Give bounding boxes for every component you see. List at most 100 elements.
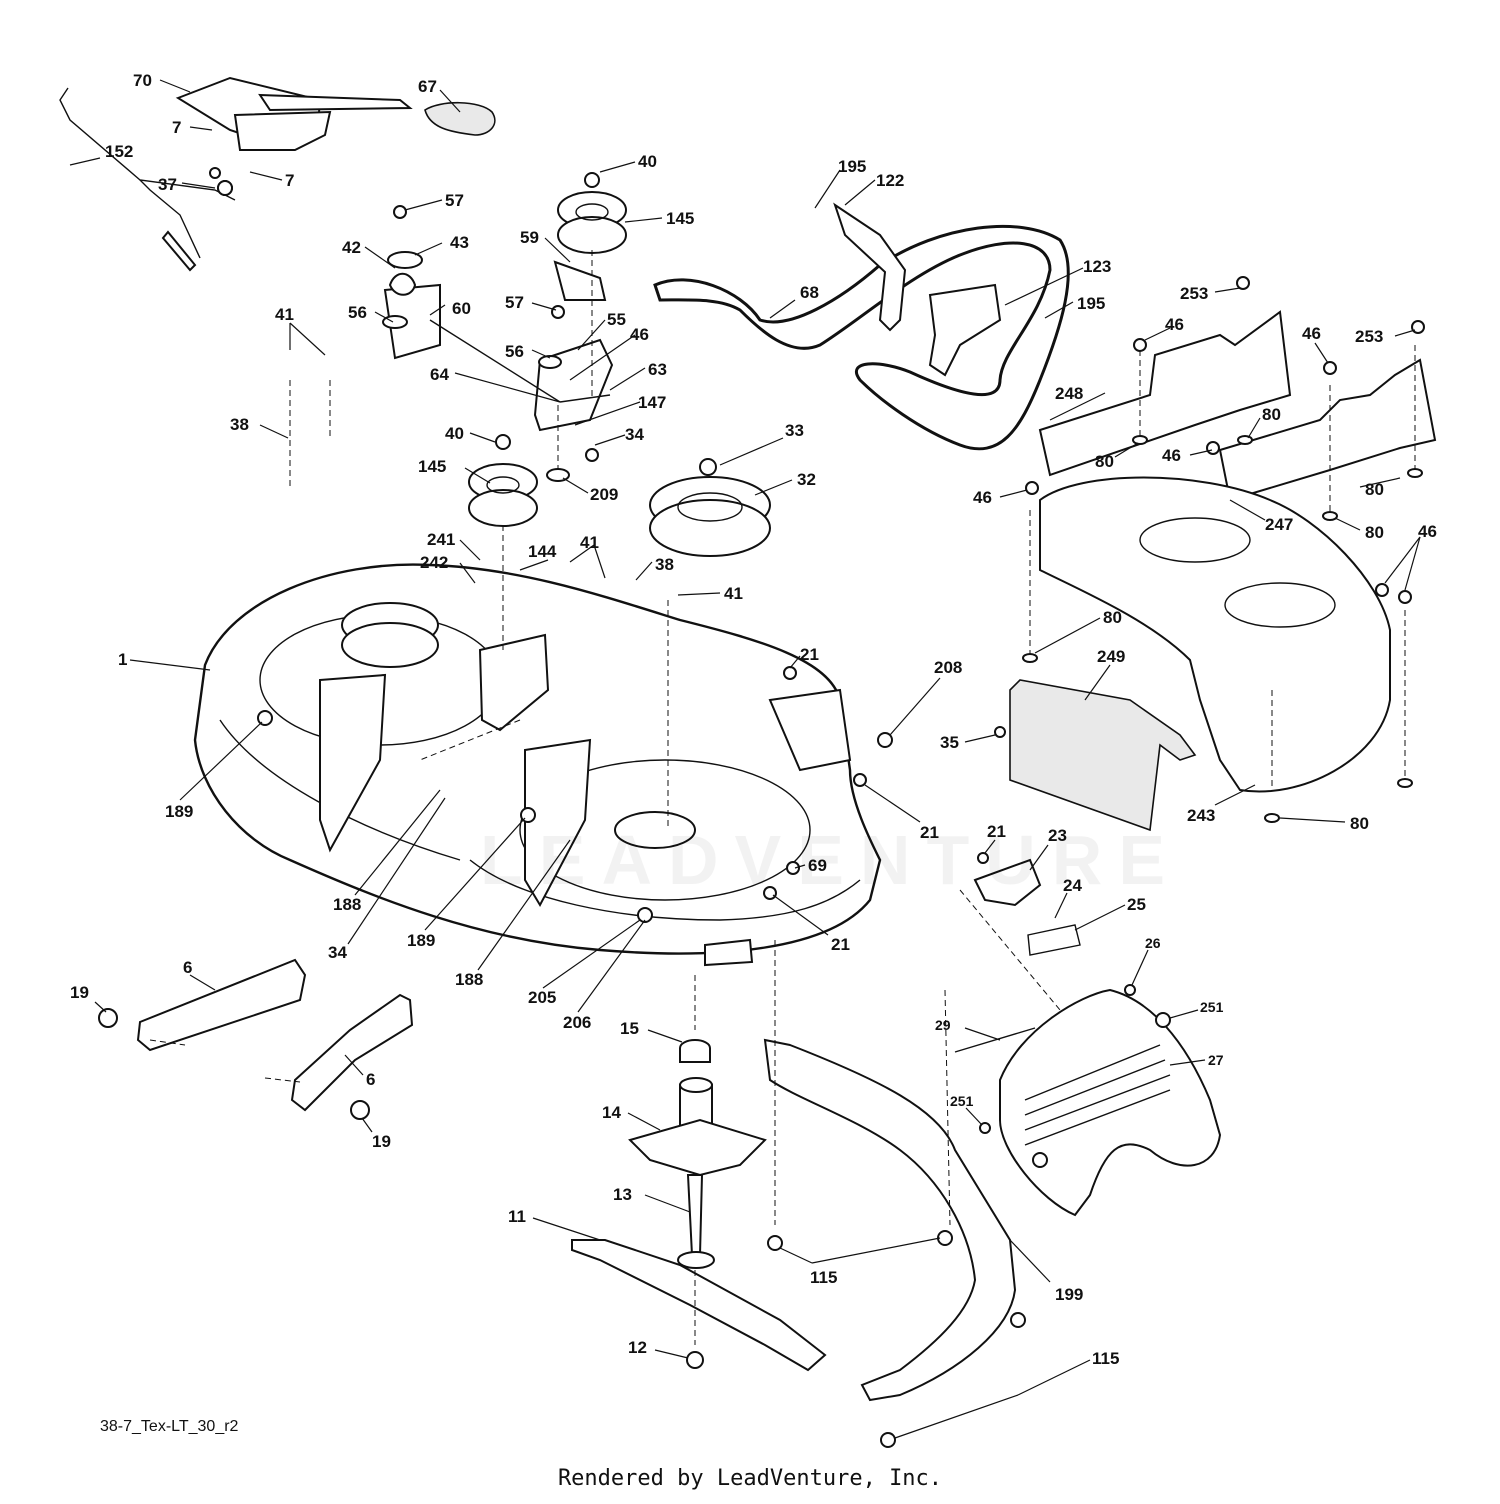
callout-41: 41 bbox=[275, 305, 294, 324]
height-adjust-knob bbox=[424, 101, 496, 136]
callout-46: 46 bbox=[1165, 315, 1184, 334]
callout-21: 21 bbox=[831, 935, 850, 954]
callout-145: 145 bbox=[418, 457, 446, 476]
callout-34: 34 bbox=[625, 425, 644, 444]
callout-199: 199 bbox=[1055, 1285, 1083, 1304]
callout-34: 34 bbox=[328, 943, 347, 962]
callout-41: 41 bbox=[580, 533, 599, 552]
callout-1: 1 bbox=[118, 650, 127, 669]
deck-stabilizer-lower bbox=[290, 993, 414, 1112]
callout-14: 14 bbox=[602, 1103, 621, 1122]
callout-19: 19 bbox=[70, 983, 89, 1002]
callout-80: 80 bbox=[1365, 480, 1384, 499]
belt-shield-249 bbox=[1009, 679, 1197, 832]
blade-bolt bbox=[686, 1351, 704, 1369]
callout-115: 115 bbox=[810, 1268, 837, 1287]
callout-122: 122 bbox=[876, 171, 904, 190]
watermark: LEADVENTURE bbox=[480, 821, 1182, 899]
callout-59: 59 bbox=[520, 228, 539, 247]
callout-46: 46 bbox=[973, 488, 992, 507]
callout-56: 56 bbox=[505, 342, 524, 361]
drive-belt bbox=[653, 224, 1070, 451]
belt-shield-243 bbox=[1039, 476, 1391, 793]
callout-208: 208 bbox=[934, 658, 962, 677]
callout-29: 29 bbox=[935, 1017, 951, 1033]
callout-57: 57 bbox=[445, 191, 464, 210]
callout-7: 7 bbox=[285, 171, 294, 190]
spindle-assembly bbox=[628, 1039, 767, 1269]
callout-241: 241 bbox=[427, 530, 455, 549]
callout-253: 253 bbox=[1355, 327, 1383, 346]
idler-pulley-lower bbox=[468, 434, 538, 527]
callout-27: 27 bbox=[1208, 1052, 1224, 1068]
callout-32: 32 bbox=[797, 470, 816, 489]
callout-46: 46 bbox=[1418, 522, 1437, 541]
mower-deck bbox=[193, 563, 882, 967]
callout-251: 251 bbox=[950, 1093, 974, 1109]
idler-bracket bbox=[383, 260, 614, 432]
belt-keeper-rod bbox=[833, 202, 907, 332]
bolt-19a bbox=[98, 1008, 118, 1028]
callout-15: 15 bbox=[620, 1019, 639, 1038]
callout-123: 123 bbox=[1083, 257, 1111, 276]
callout-147: 147 bbox=[638, 393, 666, 412]
callout-188: 188 bbox=[455, 970, 483, 989]
callout-145: 145 bbox=[666, 209, 694, 228]
belt-keeper-front bbox=[928, 283, 1002, 377]
callout-43: 43 bbox=[450, 233, 469, 252]
fasteners bbox=[217, 180, 1425, 1448]
callout-68: 68 bbox=[800, 283, 819, 302]
callout-19: 19 bbox=[372, 1132, 391, 1151]
footer-credit: Rendered by LeadVenture, Inc. bbox=[557, 1466, 943, 1491]
callout-26: 26 bbox=[1145, 935, 1161, 951]
callout-115: 115 bbox=[1092, 1349, 1119, 1368]
callout-248: 248 bbox=[1055, 384, 1083, 403]
callout-195: 195 bbox=[838, 157, 866, 176]
callout-80: 80 bbox=[1103, 608, 1122, 627]
drawing-code: 38-7_Tex-LT_30_r2 bbox=[100, 1418, 239, 1435]
callout-38: 38 bbox=[655, 555, 674, 574]
callout-63: 63 bbox=[648, 360, 667, 379]
rear-baffle bbox=[763, 1038, 1017, 1402]
callout-46: 46 bbox=[1302, 324, 1321, 343]
callout-46: 46 bbox=[1162, 446, 1181, 465]
callout-144: 144 bbox=[528, 542, 557, 561]
callout-24: 24 bbox=[1063, 876, 1082, 895]
drive-pulley-32 bbox=[649, 458, 771, 557]
callout-40: 40 bbox=[638, 152, 657, 171]
idler-pulley-upper bbox=[557, 172, 627, 254]
callout-189: 189 bbox=[407, 931, 435, 950]
callout-206: 206 bbox=[563, 1013, 591, 1032]
callout-80: 80 bbox=[1262, 405, 1281, 424]
callout-37: 37 bbox=[158, 175, 177, 194]
callout-33: 33 bbox=[785, 421, 804, 440]
callout-11: 11 bbox=[508, 1207, 526, 1226]
callout-60: 60 bbox=[452, 299, 471, 318]
callout-80: 80 bbox=[1365, 523, 1384, 542]
callout-67: 67 bbox=[418, 77, 437, 96]
callout-69: 69 bbox=[808, 856, 827, 875]
callout-21: 21 bbox=[800, 645, 819, 664]
callout-7: 7 bbox=[172, 118, 181, 137]
callout-80: 80 bbox=[1350, 814, 1369, 833]
callout-152: 152 bbox=[105, 142, 133, 161]
callout-80: 80 bbox=[1095, 452, 1114, 471]
lift-linkage-assembly bbox=[59, 76, 413, 272]
mower-blade bbox=[571, 1239, 827, 1372]
callout-205: 205 bbox=[528, 988, 556, 1007]
chute-spring bbox=[1027, 924, 1081, 956]
callout-243: 243 bbox=[1187, 806, 1215, 825]
callout-12: 12 bbox=[628, 1338, 647, 1357]
callout-6: 6 bbox=[183, 958, 192, 977]
callout-23: 23 bbox=[1048, 826, 1067, 845]
callout-21: 21 bbox=[987, 822, 1006, 841]
chute-bracket bbox=[973, 858, 1042, 907]
callout-57: 57 bbox=[505, 293, 524, 312]
callout-56: 56 bbox=[348, 303, 367, 322]
callout-253: 253 bbox=[1180, 284, 1208, 303]
callout-55: 55 bbox=[607, 310, 626, 329]
callout-247: 247 bbox=[1265, 515, 1293, 534]
callout-209: 209 bbox=[590, 485, 618, 504]
